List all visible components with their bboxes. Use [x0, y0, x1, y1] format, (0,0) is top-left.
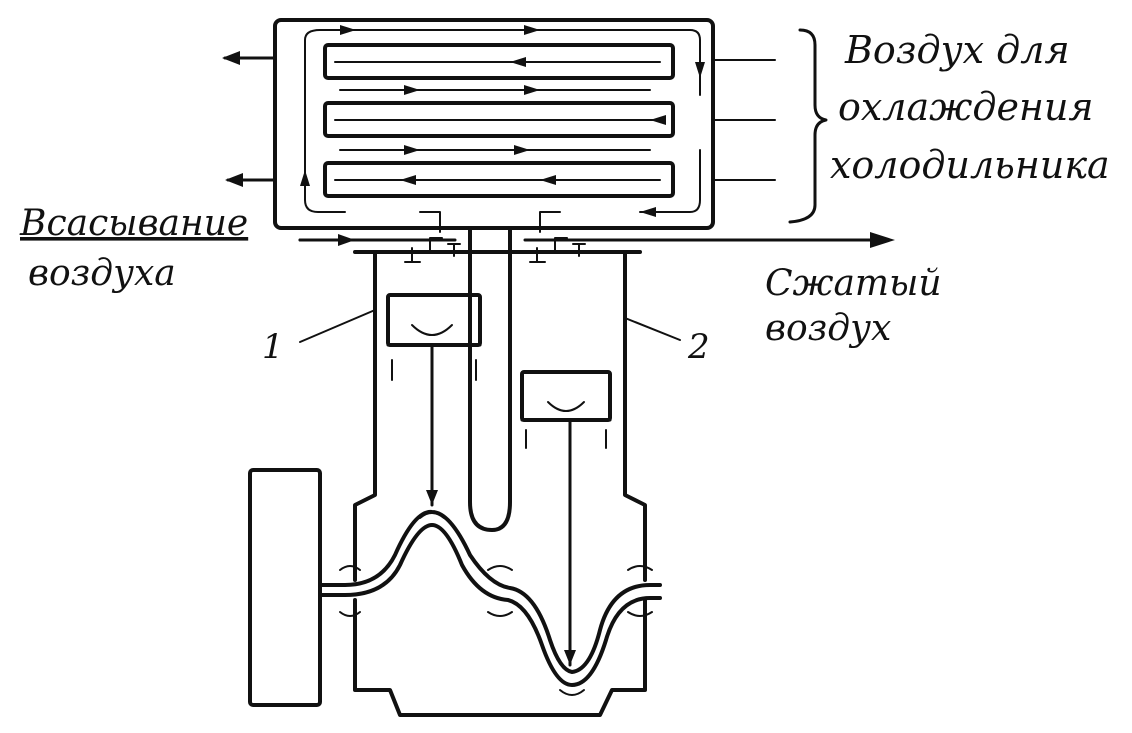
piston-1	[386, 293, 482, 507]
cooler-flow-arrows	[304, 29, 701, 213]
interstage-pipe	[468, 226, 512, 532]
cooling-air-label-1: Воздух для	[844, 28, 1070, 72]
flywheel	[248, 468, 322, 707]
compressed-air-label-1: Сжатый	[765, 263, 942, 304]
intake-label-2: воздуха	[28, 253, 176, 294]
piston-2	[520, 370, 612, 667]
cooler-tube-bottom	[323, 161, 675, 198]
cooling-air-arrows	[222, 51, 776, 187]
cylinder-1-label: 1	[262, 327, 284, 367]
main-bearings	[339, 512, 653, 696]
valve-block	[298, 211, 882, 263]
intercooler-housing	[273, 18, 715, 230]
cooling-air-label-3: холодильника	[830, 143, 1110, 187]
cylinder-1-wall	[353, 250, 377, 582]
crankshaft	[318, 509, 662, 687]
cooler-tube-middle	[323, 101, 675, 138]
intake-label-1: Всасывание	[19, 203, 248, 244]
cooler-tube-top	[323, 43, 675, 80]
intake-arrow	[298, 234, 355, 246]
compressed-air-arrow	[618, 232, 895, 248]
compressed-air-label-2: воздух	[765, 308, 891, 349]
crankcase	[353, 598, 647, 717]
cooler-arrowheads	[300, 25, 705, 217]
cooling-air-brace	[788, 28, 828, 224]
cooling-air-label-2: охлаждения	[838, 85, 1094, 129]
leader-lines	[299, 309, 681, 343]
cylinder-2-wall	[623, 250, 647, 582]
cylinder-2-label: 2	[687, 327, 710, 367]
